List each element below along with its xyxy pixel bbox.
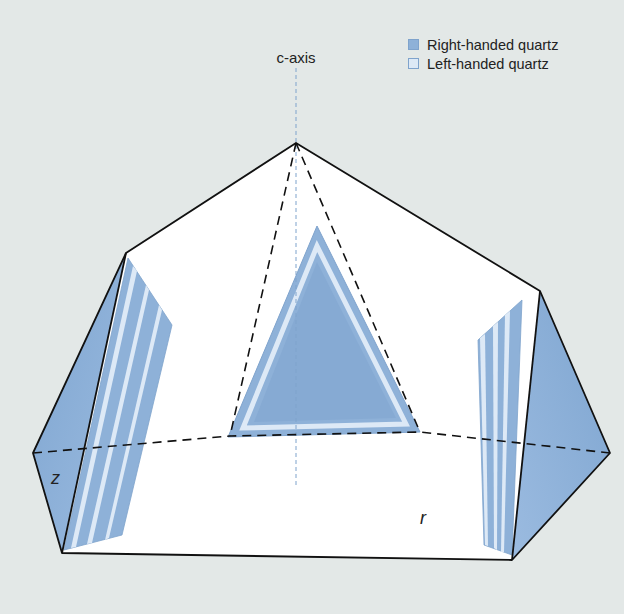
r-face (512, 291, 610, 560)
hidden-edges (33, 143, 610, 453)
face-label: z (51, 469, 60, 487)
twin-triangle (228, 226, 420, 437)
crystal-edges (33, 143, 610, 560)
legend-swatch (408, 58, 419, 69)
twin-bands-left (64, 258, 172, 550)
legend-entry: Left-handed quartz (408, 54, 558, 73)
face-label: r (420, 509, 426, 527)
crystal-body (33, 143, 610, 560)
axis-label: c-axis (276, 50, 315, 65)
legend: Right-handed quartzLeft-handed quartz (408, 35, 558, 73)
c-axis-line (296, 68, 297, 486)
legend-text: Left-handed quartz (427, 56, 549, 72)
twin-bands-right (478, 300, 522, 555)
legend-swatch (408, 39, 419, 50)
legend-entry: Right-handed quartz (408, 35, 558, 54)
legend-text: Right-handed quartz (427, 37, 558, 53)
